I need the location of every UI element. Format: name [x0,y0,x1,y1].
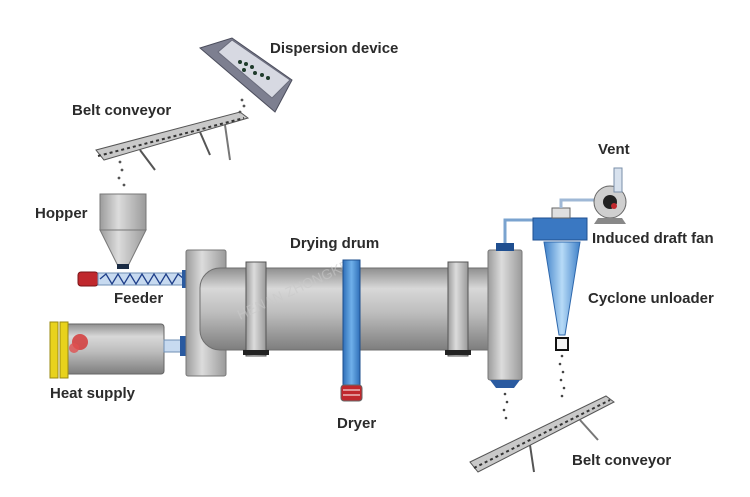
belt-conveyor-top [95,98,250,187]
label-hopper: Hopper [35,205,88,222]
feeder [77,270,187,288]
dryer-drive [340,259,363,402]
label-induced-draft-fan: Induced draft fan [592,230,714,247]
cyclone-unloader [532,198,596,351]
label-heat-supply: Heat supply [50,385,136,402]
label-belt-conveyor-bottom: Belt conveyor [572,452,672,469]
heat-supply [49,321,186,379]
label-cyclone-unloader: Cyclone unloader [588,290,714,307]
material-particles [502,354,566,420]
label-vent: Vent [598,141,630,158]
induced-draft-fan [593,167,627,224]
label-drying-drum: Drying drum [290,235,380,252]
drum-discharge-housing [487,218,545,388]
hopper [99,193,147,269]
dispersion-device [198,37,293,113]
belt-conveyor-bottom [469,395,615,473]
label-dryer: Dryer [337,415,377,432]
label-dispersion-device: Dispersion device [270,40,399,57]
label-feeder: Feeder [114,290,164,307]
label-belt-conveyor-top: Belt conveyor [72,102,172,119]
